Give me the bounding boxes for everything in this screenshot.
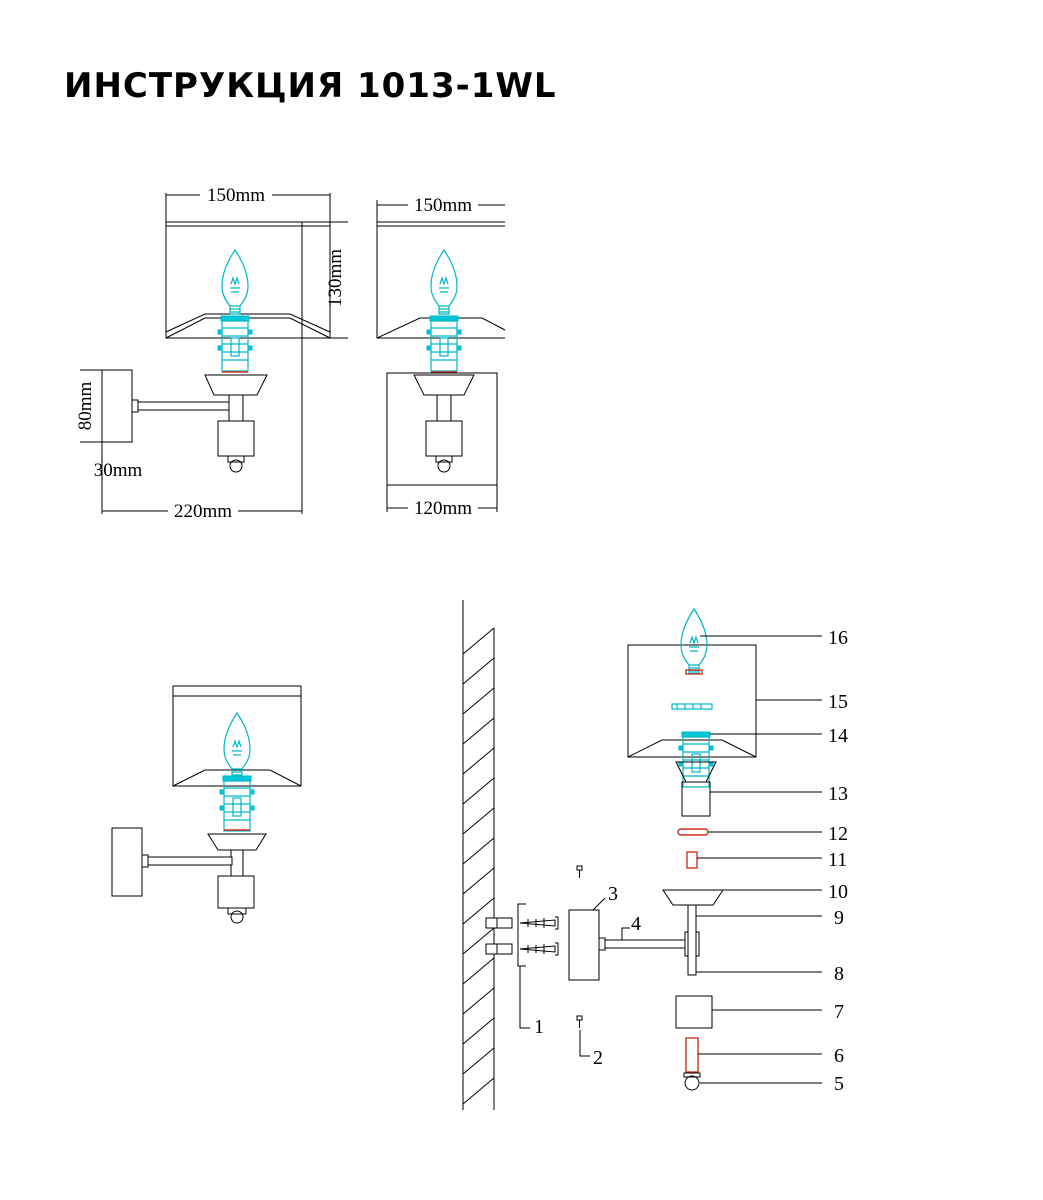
part-number: 11 xyxy=(828,849,847,871)
page-title: ИНСТРУКЦИЯ 1013-1WL xyxy=(64,66,557,106)
dim-side-bottom: 120mm xyxy=(414,498,472,519)
part-number: 9 xyxy=(834,907,844,929)
part-number: 3 xyxy=(608,883,618,905)
part-number: 15 xyxy=(828,691,848,713)
dim-base-depth: 30mm xyxy=(94,460,143,481)
part-number: 1 xyxy=(534,1016,544,1038)
part-number: 4 xyxy=(631,913,641,935)
part-number: 6 xyxy=(834,1045,844,1067)
part-number: 5 xyxy=(834,1073,844,1095)
part-number: 12 xyxy=(828,823,848,845)
assembled-view xyxy=(111,685,302,924)
part-number: 10 xyxy=(828,881,848,903)
part-number: 7 xyxy=(834,1001,844,1023)
dim-front-width: 150mm xyxy=(207,185,265,206)
front-view: 150mm 130mm 80mm 30mm 220mm xyxy=(75,185,348,522)
part-labels: 1 2 3 4 5 6 7 8 9 10 11 12 13 14 15 16 xyxy=(534,627,848,1095)
dim-side-width: 150mm xyxy=(414,195,472,216)
exploded-view xyxy=(462,600,822,1110)
part-number: 13 xyxy=(828,783,848,805)
part-number: 16 xyxy=(828,627,848,649)
part-number: 8 xyxy=(834,963,844,985)
dim-projection: 220mm xyxy=(174,501,232,522)
side-view: 150mm 120mm xyxy=(376,195,506,519)
part-number: 14 xyxy=(828,725,848,747)
dim-height: 130mm xyxy=(325,249,346,307)
part-number: 2 xyxy=(593,1047,603,1069)
dim-base-height: 80mm xyxy=(75,382,96,431)
